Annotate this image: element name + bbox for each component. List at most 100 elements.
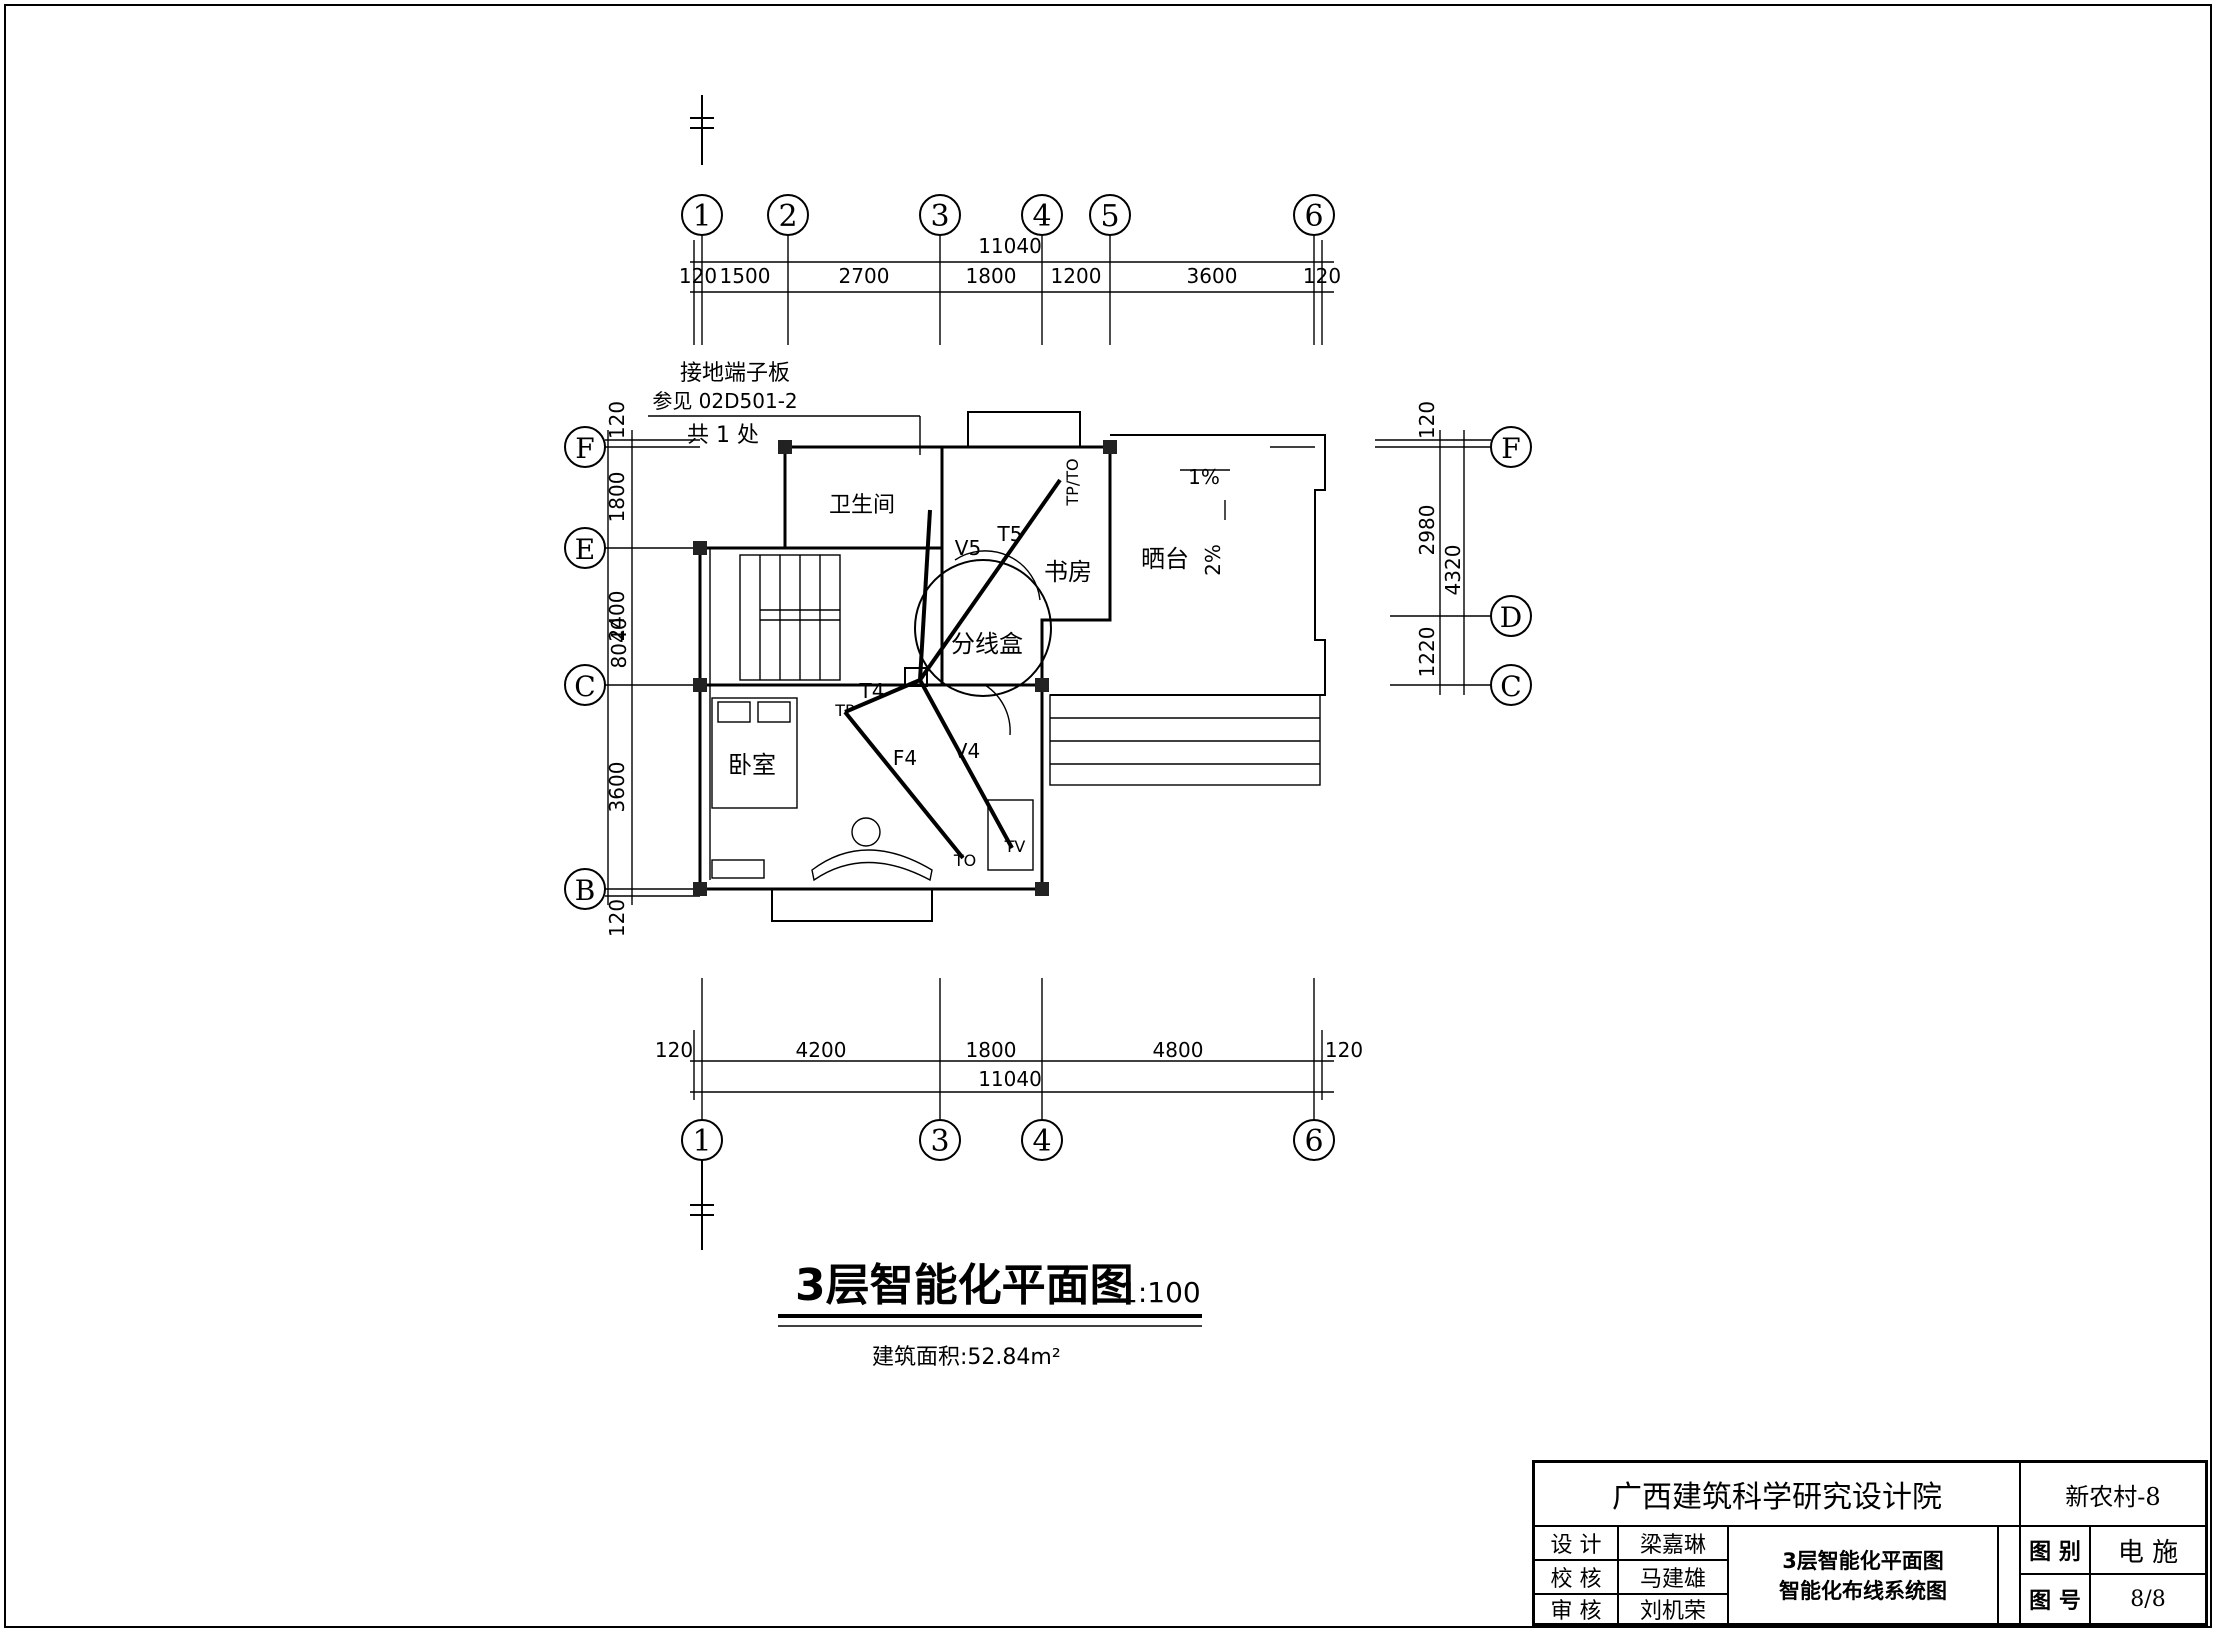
axis-label-top-4: 4 bbox=[1032, 199, 1051, 234]
axis-label-bottom-3: 3 bbox=[930, 1124, 949, 1159]
sheet-titles: 3层智能化平面图 智能化布线系统图 bbox=[1729, 1527, 1999, 1623]
number-label: 图 号 bbox=[2021, 1575, 2091, 1623]
room-label-terrace: 晒台 bbox=[1141, 545, 1189, 573]
dim-bottom-total: 11040 bbox=[978, 1067, 1042, 1091]
role-check: 校 核 bbox=[1535, 1561, 1619, 1595]
axis-label-top-6: 6 bbox=[1304, 199, 1323, 234]
axis-bubble-top-2: 2 bbox=[767, 194, 809, 236]
annotation-to: TO bbox=[953, 851, 976, 870]
category-value: 电 施 bbox=[2091, 1527, 2205, 1575]
dim-top-seg: 1200 bbox=[1051, 264, 1102, 288]
dim-top-seg: 120 bbox=[679, 264, 717, 288]
axis-label-left-B: B bbox=[575, 874, 596, 907]
dim-right-seg: 1220 bbox=[1415, 627, 1439, 678]
axis-label-right-C: C bbox=[1500, 670, 1521, 703]
staircase bbox=[739, 554, 841, 681]
axis-label-right-F: F bbox=[1501, 432, 1520, 465]
dim-bottom-seg: 120 bbox=[1325, 1038, 1363, 1062]
top-dimensions: 11040 120 1500 2700 1800 1200 3600 120 bbox=[679, 234, 1341, 293]
annotation-v4: V4 bbox=[954, 739, 980, 763]
room-label-bathroom: 卫生间 bbox=[829, 493, 895, 518]
floor-plan: 卫生间 书房 晒台 卧室 分线盒 V5 T5 TP/TO T4 F4 V4 TO… bbox=[693, 411, 1326, 922]
bedroom-furniture bbox=[711, 697, 1034, 882]
annotation-t5: T5 bbox=[997, 522, 1023, 546]
annotation-f4: F4 bbox=[893, 746, 917, 770]
axis-bubble-left-E: E bbox=[564, 527, 606, 569]
title-block: 广西建筑科学研究设计院 新农村-8 设 计 梁嘉琳 校 核 马建雄 审 核 刘机… bbox=[1532, 1460, 2208, 1626]
axis-bubble-left-B: B bbox=[564, 868, 606, 910]
dim-left-seg: 3600 bbox=[605, 762, 629, 813]
dim-top-seg: 1800 bbox=[966, 264, 1017, 288]
axis-bubble-top-1: 1 bbox=[681, 194, 723, 236]
axis-bubble-right-F: F bbox=[1490, 426, 1532, 468]
grounding-note-line-1: 接地端子板 bbox=[680, 361, 790, 386]
annotation-tp: TP bbox=[834, 701, 855, 720]
dim-right-seg: 2980 bbox=[1415, 505, 1439, 556]
name-review: 刘机荣 bbox=[1619, 1595, 1729, 1624]
axis-bubble-bottom-1: 1 bbox=[681, 1119, 723, 1161]
room-label-study: 书房 bbox=[1044, 558, 1092, 586]
axis-label-bottom-1: 1 bbox=[692, 1124, 711, 1159]
room-label-bedroom: 卧室 bbox=[728, 751, 776, 779]
axis-bubble-bottom-3: 3 bbox=[919, 1119, 961, 1161]
dim-left-seg: 120 bbox=[605, 401, 629, 439]
category-label: 图 别 bbox=[2021, 1527, 2091, 1575]
title-block-spacer bbox=[1999, 1527, 2021, 1623]
dim-top-seg: 3600 bbox=[1187, 264, 1238, 288]
axis-bubble-top-6: 6 bbox=[1293, 194, 1335, 236]
drawing-scale: 1:100 bbox=[1120, 1276, 1201, 1309]
axis-label-bottom-6: 6 bbox=[1304, 1124, 1323, 1159]
axis-label-top-1: 1 bbox=[692, 199, 711, 234]
axis-bubble-right-D: D bbox=[1490, 595, 1532, 637]
top-axis-markers: 1 2 3 4 5 6 bbox=[681, 95, 1335, 345]
annotation-slope-2: 2% bbox=[1201, 544, 1225, 576]
axis-bubble-right-C: C bbox=[1490, 664, 1532, 706]
sheet-border bbox=[4, 4, 2212, 1628]
axis-label-right-D: D bbox=[1500, 601, 1522, 634]
grounding-note: 接地端子板 参见 02D501-2 共 1 处 bbox=[648, 361, 921, 455]
axis-bubble-top-5: 5 bbox=[1089, 194, 1131, 236]
annotation-v5: V5 bbox=[955, 536, 981, 560]
wiring-runs bbox=[843, 478, 1062, 860]
dim-top-seg: 120 bbox=[1303, 264, 1341, 288]
grounding-note-line-2: 参见 02D501-2 bbox=[652, 389, 797, 413]
dim-top-seg: 1500 bbox=[720, 264, 771, 288]
dim-left-total: 8040 bbox=[607, 618, 631, 669]
role-design: 设 计 bbox=[1535, 1527, 1619, 1561]
annotation-tv: TV bbox=[1004, 837, 1026, 856]
name-design: 梁嘉琳 bbox=[1619, 1527, 1729, 1561]
dim-top-seg: 2700 bbox=[839, 264, 890, 288]
axis-label-top-5: 5 bbox=[1100, 199, 1119, 234]
name-check: 马建雄 bbox=[1619, 1561, 1729, 1595]
institute-name: 广西建筑科学研究设计院 bbox=[1535, 1463, 2021, 1527]
dim-bottom-seg: 4200 bbox=[796, 1038, 847, 1062]
axis-bubble-left-C: C bbox=[564, 664, 606, 706]
axis-bubble-bottom-6: 6 bbox=[1293, 1119, 1335, 1161]
axis-label-top-2: 2 bbox=[778, 199, 797, 234]
dim-left-seg: 120 bbox=[605, 899, 629, 937]
dim-right-total: 4320 bbox=[1441, 545, 1465, 596]
annotation-tp-to: TP/TO bbox=[1063, 458, 1082, 506]
axis-label-top-3: 3 bbox=[930, 199, 949, 234]
dim-bottom-seg: 4800 bbox=[1153, 1038, 1204, 1062]
annotation-slope-1: 1% bbox=[1188, 465, 1220, 489]
project-name: 新农村-8 bbox=[2021, 1463, 2205, 1527]
annotation-t4: T4 bbox=[859, 679, 885, 703]
dim-left-seg: 1800 bbox=[605, 472, 629, 523]
drawing-title: 3层智能化平面图 bbox=[795, 1260, 1134, 1311]
sheet-title-2: 智能化布线系统图 bbox=[1779, 1579, 1947, 1603]
bottom-axis-markers: 120 4200 1800 4800 120 11040 1 3 4 6 bbox=[655, 978, 1363, 1250]
axis-label-left-E: E bbox=[575, 533, 595, 566]
dim-bottom-seg: 1800 bbox=[966, 1038, 1017, 1062]
axis-bubble-top-4: 4 bbox=[1021, 194, 1063, 236]
junction-box-label: 分线盒 bbox=[951, 630, 1023, 658]
axis-label-left-F: F bbox=[575, 432, 594, 465]
dim-right-seg: 120 bbox=[1415, 401, 1439, 439]
left-axis-markers: F E C B 8040 120 1800 2400 3600 120 bbox=[564, 401, 700, 937]
junction-box: 分线盒 bbox=[914, 559, 1052, 697]
axis-label-bottom-4: 4 bbox=[1032, 1124, 1051, 1159]
number-value: 8/8 bbox=[2130, 1586, 2166, 1612]
sheet-title-1: 3层智能化平面图 bbox=[1782, 1549, 1944, 1573]
